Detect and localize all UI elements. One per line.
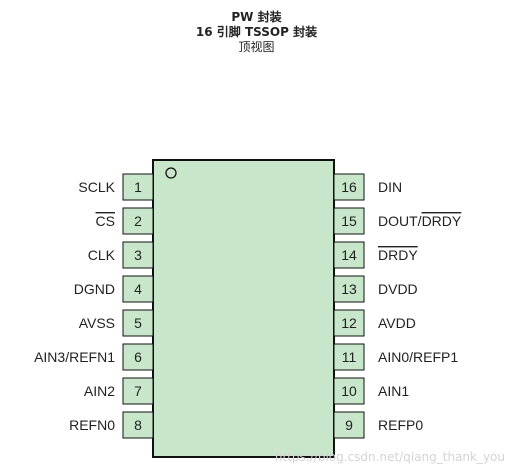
left-pin-label-5: AVSS [79,315,115,331]
right-pin-label-11: AIN0/REFP1 [378,349,458,365]
left-pin-3: 3 CLK [88,241,154,269]
package-title: PW 封装 [231,10,282,24]
right-pin-pad [333,173,365,201]
left-pin-label-3: CLK [88,247,116,263]
left-pin-8: 8 REFN0 [69,411,154,439]
left-pin-2: 2 CS [96,207,154,235]
left-pin-number: 3 [134,247,142,263]
left-pin-label-2: CS [96,213,115,229]
left-pin-group: 1 SCLK 2 CS 3 CLK 4 DGND 5 AVSS 6 AIN3/REFN1 7 AIN2 8 R… [34,173,154,439]
chip-body [152,159,335,458]
left-pin-label-6: AIN3/REFN1 [34,349,115,365]
left-pin-6: 6 AIN3/REFN1 [34,343,154,371]
left-pin-number: 7 [134,383,142,399]
watermark: https://blog.csdn.net/qiang_thank_you [274,450,505,464]
right-pin-label-text: DVDD [378,281,418,297]
right-pin-11: 11 AIN0/REFP1 [333,343,458,371]
left-pin-pad [122,275,154,303]
left-pin-pad [122,207,154,235]
right-pin-group: 16 DIN 15 DOUT/DRDY 14 DRDY 13 DVDD 12 AVDD 11 AIN0… [333,173,462,439]
right-pin-label-10: AIN1 [378,383,409,399]
right-pin-pad [333,377,365,405]
pin1-marker-dot [165,167,177,179]
right-pin-number: 13 [341,281,357,297]
right-pin-9: 9 REFP0 [333,411,423,439]
left-pin-number: 5 [134,315,142,331]
left-pin-4: 4 DGND [74,275,154,303]
right-pin-13: 13 DVDD [333,275,418,303]
view-label: 顶视图 [238,40,275,54]
right-pin-14: 14 DRDY [333,241,418,269]
left-pin-pad [122,241,154,269]
right-pin-number: 11 [342,349,357,365]
left-pin-label-overbar-text: CS [96,213,115,229]
right-pin-pad [333,207,365,235]
right-pin-label-overbar-text: DRDY [422,213,462,229]
left-pin-5: 5 AVSS [79,309,154,337]
left-pin-label-text: DGND [74,281,115,297]
right-pin-pad [333,343,365,371]
right-pin-number: 12 [341,315,357,331]
left-pin-pad [122,377,154,405]
left-pin-label-text: AVSS [79,315,115,331]
title-block: PW 封装 16 引脚 TSSOP 封装 顶视图 [0,10,513,55]
right-pin-number: 15 [341,213,357,229]
right-pin-pad [333,411,365,439]
right-pin-label-9: REFP0 [378,417,423,433]
left-pin-label-text: SCLK [78,179,115,195]
right-pin-label-12: AVDD [378,315,416,331]
left-pin-number: 4 [134,281,142,297]
left-pin-1: 1 SCLK [78,173,154,201]
left-pin-label-text: REFN0 [69,417,115,433]
left-pin-label-4: DGND [74,281,115,297]
right-pin-label-text: AIN1 [378,383,409,399]
left-pin-pad [122,343,154,371]
right-pin-number: 16 [341,179,357,195]
right-pin-15: 15 DOUT/DRDY [333,207,462,235]
right-pin-number: 14 [341,247,357,263]
right-pin-number: 9 [345,417,353,433]
package-subtitle: 16 引脚 TSSOP 封装 [195,25,318,39]
right-pin-label-13: DVDD [378,281,418,297]
left-pin-pad [122,411,154,439]
left-pin-pad [122,173,154,201]
left-pin-label-text: AIN3/REFN1 [34,349,115,365]
left-pin-label-7: AIN2 [84,383,115,399]
left-pin-label-text: AIN2 [84,383,115,399]
left-pin-number: 6 [134,349,142,365]
right-pin-pad [333,241,365,269]
right-pin-label-16: DIN [378,179,402,195]
left-pin-7: 7 AIN2 [84,377,154,405]
right-pin-number: 10 [341,383,357,399]
right-pin-pad [333,275,365,303]
right-pin-label-15: DOUT/DRDY [378,213,462,229]
right-pin-pad [333,309,365,337]
left-pin-label-8: REFN0 [69,417,115,433]
left-pin-number: 1 [134,179,142,195]
right-pin-label-text: REFP0 [378,417,423,433]
right-pin-label-text: AVDD [378,315,416,331]
right-pin-16: 16 DIN [333,173,402,201]
left-pin-number: 8 [134,417,142,433]
right-pin-label-14: DRDY [378,247,418,263]
right-pin-label-text: DOUT/ [378,213,422,229]
left-pin-number: 2 [134,213,142,229]
left-pin-label-1: SCLK [78,179,115,195]
right-pin-12: 12 AVDD [333,309,416,337]
right-pin-label-overbar-text: DRDY [378,247,418,263]
right-pin-10: 10 AIN1 [333,377,409,405]
left-pin-label-text: CLK [88,247,116,263]
left-pin-pad [122,309,154,337]
right-pin-label-text: DIN [378,179,402,195]
right-pin-label-text: AIN0/REFP1 [378,349,458,365]
